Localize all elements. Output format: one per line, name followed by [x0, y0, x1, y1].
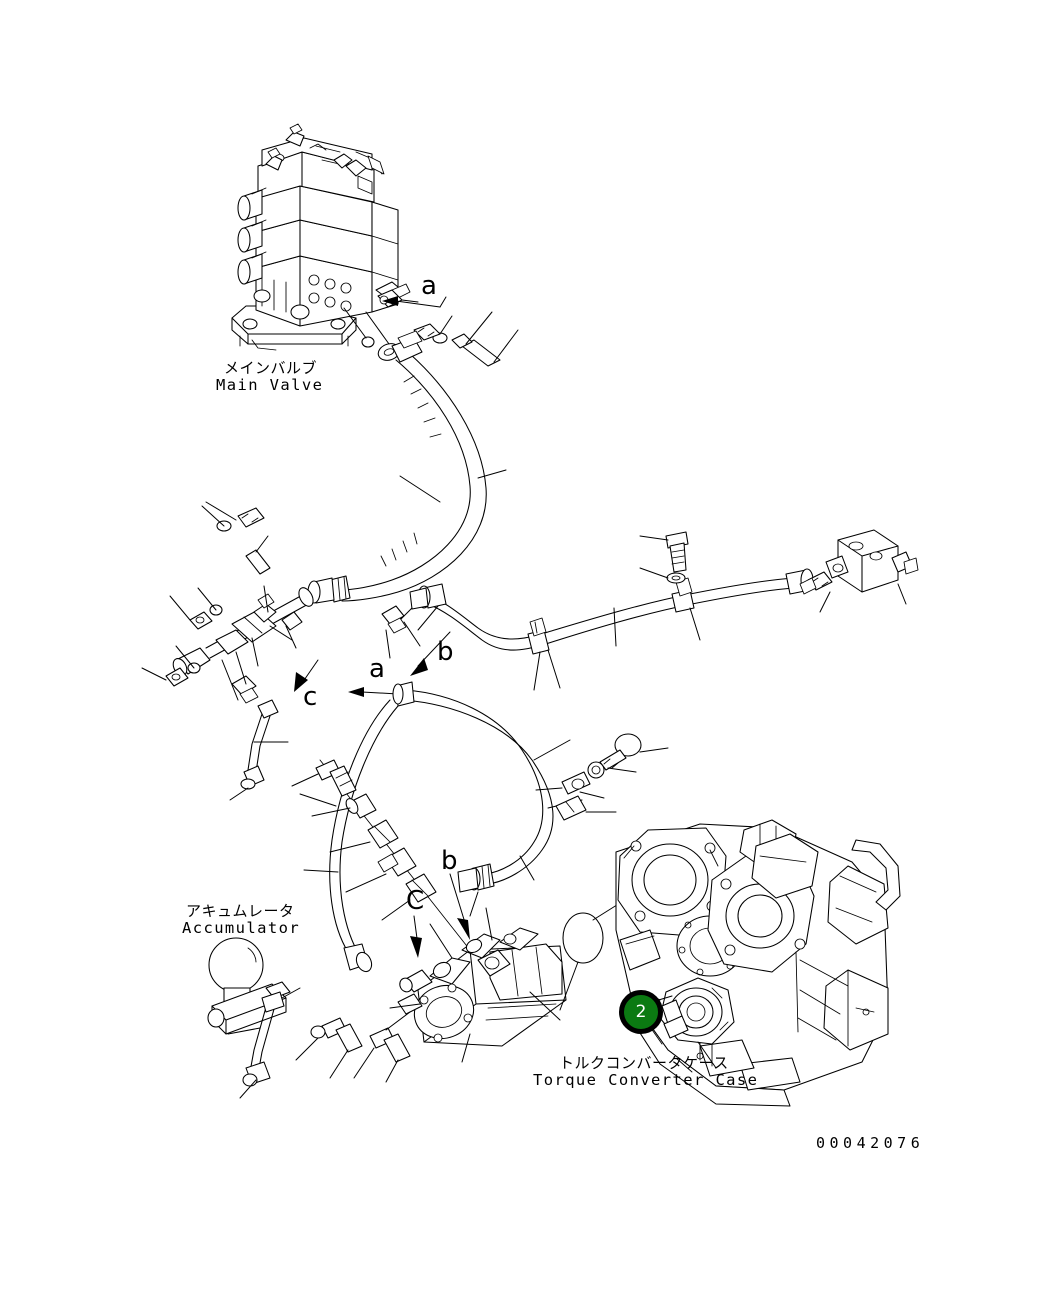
label-accumulator: アキュムレータ Accumulator [182, 902, 301, 938]
accumulator-assembly [207, 937, 301, 1099]
label-main-valve: メインバルブ Main Valve [216, 359, 324, 395]
pump-drive-coupling [643, 977, 735, 1069]
pump-assembly [385, 907, 567, 1063]
accumulator-label-en: Accumulator [182, 919, 301, 938]
left-tube-assembly [172, 587, 314, 704]
callout-c-middle: c [303, 682, 318, 712]
item-badge-2[interactable]: 2 [619, 990, 663, 1034]
drawing-part-number: 00042076 [816, 1134, 925, 1152]
callout-b-middle: b [437, 637, 454, 667]
item-badge-2-number: 2 [635, 1001, 647, 1022]
upper-hose [307, 330, 507, 604]
callout-a-middle: a [369, 654, 385, 684]
gasket-oring [559, 897, 629, 1011]
valve-spools [237, 187, 267, 285]
torque-converter-case-label-en: Torque Converter Case [533, 1071, 759, 1090]
main-valve-label-en: Main Valve [216, 376, 324, 395]
right-valve-block [799, 529, 919, 613]
callout-arrows-lower [410, 873, 470, 958]
pump-mounting-hardware [291, 759, 471, 1083]
lower-hose-assembly [299, 681, 583, 973]
upper-right-fittings [535, 733, 669, 821]
callout-arrow-a-upper [382, 296, 447, 308]
main-valve-assembly [231, 123, 411, 351]
left-tube-hardware [141, 501, 297, 801]
accumulator-label-jp: アキュムレータ [186, 902, 295, 920]
callout-a-upper: a [421, 271, 437, 301]
callout-arrows-middle [294, 631, 451, 697]
main-valve-mounting-hardware [343, 307, 519, 367]
label-torque-converter-case: トルクコンバータケース Torque Converter Case [533, 1054, 759, 1090]
torque-converter-case-label-jp: トルクコンバータケース [559, 1054, 729, 1072]
callout-C-lower: C [406, 886, 425, 916]
main-valve-label-jp: メインバルブ [224, 359, 318, 377]
callout-b-lower: b [441, 846, 458, 876]
